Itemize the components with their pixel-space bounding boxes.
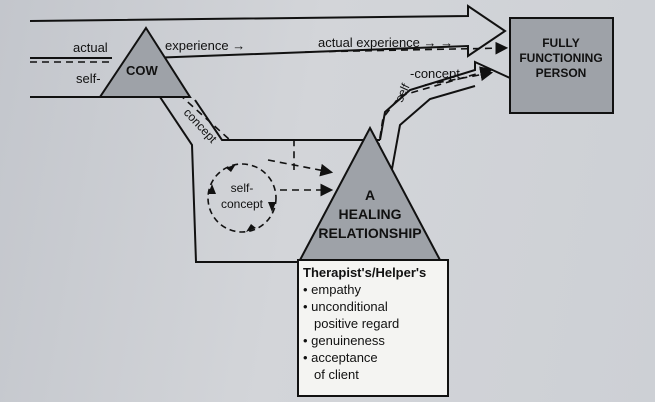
label-actual: actual — [73, 40, 108, 55]
label-experience-arrow: experience → — [165, 38, 245, 53]
therapist-box — [297, 259, 449, 397]
label-functioning: FUNCTIONING — [519, 51, 602, 65]
therapist-qualities-list: • empathy • unconditional positive regard •… — [303, 282, 399, 382]
therapist-quality-item: • acceptance — [303, 350, 378, 365]
therapist-quality-item: • unconditional — [303, 299, 388, 314]
dashed-experience-to-fully — [304, 41, 509, 55]
therapist-quality-item: positive regard — [314, 316, 399, 331]
label-concept-right: -concept — [410, 66, 460, 81]
dashed-cow-to-circle — [169, 85, 295, 170]
therapist-title: Therapist's/Helper's — [303, 265, 426, 280]
cycle-arrow-right — [268, 202, 276, 212]
label-person: PERSON — [536, 66, 587, 80]
label-concept-diagonal: concept — [181, 105, 220, 146]
self-concept-cycle — [207, 163, 277, 233]
experience-band-arrow — [29, 4, 507, 59]
dashed-circle-lower — [267, 159, 334, 177]
label-self-left: self- — [76, 71, 101, 86]
label-self-concept-2: concept — [221, 197, 264, 211]
label-healing-a: A — [365, 187, 375, 203]
label-actual-experience: actual experience → → — [318, 35, 453, 50]
label-self-vertical: self — [392, 81, 413, 104]
cow-triangle — [98, 26, 192, 98]
therapist-quality-item: of client — [314, 367, 359, 382]
cycle-arrow-bottom — [246, 224, 256, 232]
self-concept-channel — [379, 60, 511, 181]
therapist-quality-item: • genuineness — [303, 333, 385, 348]
dashed-up-to-fully — [377, 66, 494, 151]
label-fully: FULLY — [542, 36, 580, 50]
cycle-arrow-left — [208, 184, 216, 194]
fully-functioning-box — [509, 17, 614, 114]
therapist-quality-item: • empathy — [303, 282, 362, 297]
label-self-concept-1: self- — [231, 181, 254, 195]
label-cow: COW — [126, 63, 159, 78]
label-relationship: RELATIONSHIP — [318, 225, 421, 241]
concept-channel — [159, 96, 380, 263]
label-healing: HEALING — [339, 206, 402, 222]
cycle-arrow-top — [226, 164, 236, 172]
